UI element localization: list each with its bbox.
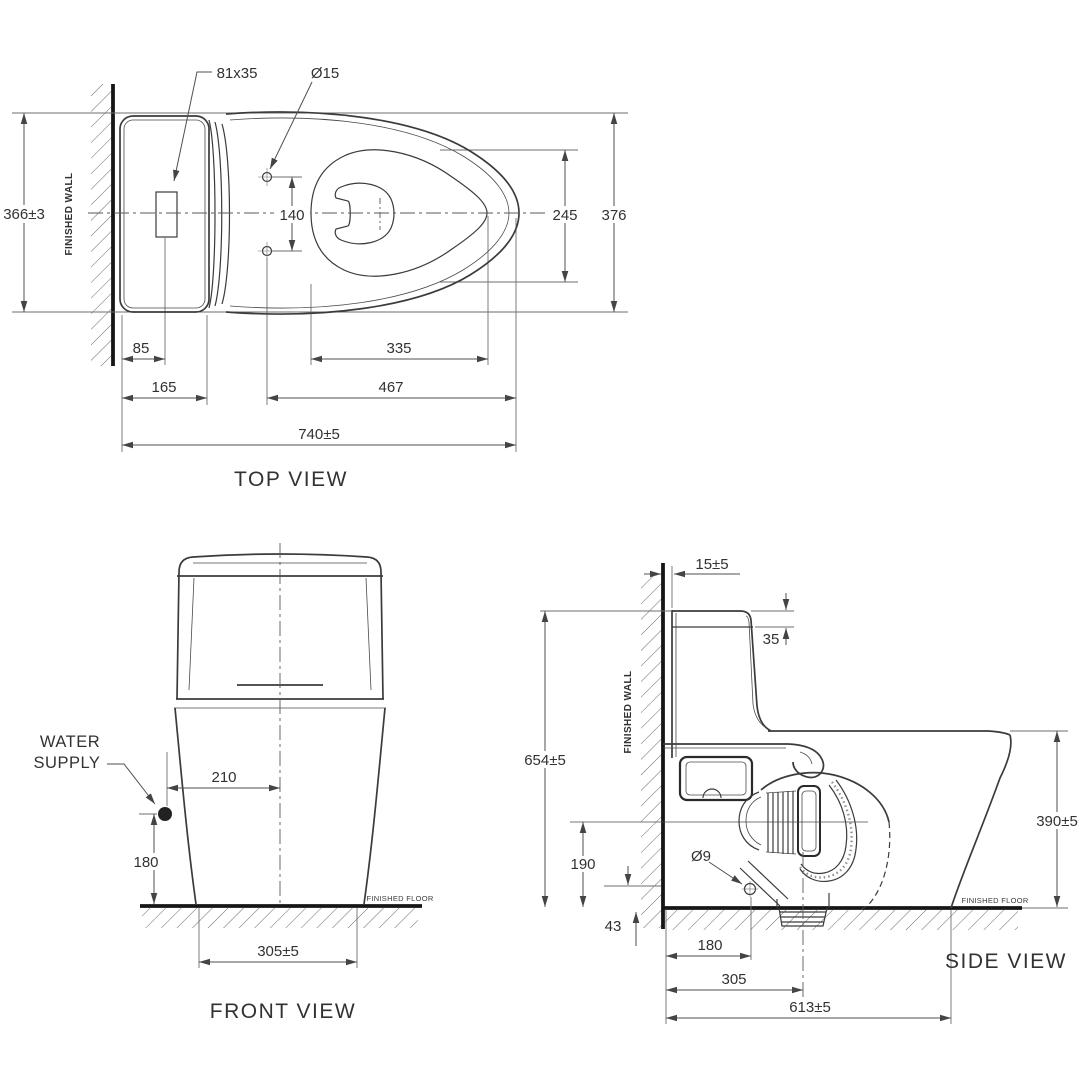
svg-text:305±5: 305±5 xyxy=(257,943,299,960)
tank-bowl-junction xyxy=(208,119,231,309)
label-bolt-hole-diameter: Ø15 xyxy=(269,65,339,170)
water-supply-label-line1: WATER xyxy=(40,733,100,751)
body-left-edge xyxy=(174,707,197,905)
svg-text:390±5: 390±5 xyxy=(1036,813,1078,830)
trapway-assembly xyxy=(570,771,891,1000)
dim-tank-depth: 165 xyxy=(122,379,207,402)
top-view-title: TOP VIEW xyxy=(234,468,348,491)
svg-text:85: 85 xyxy=(133,340,150,357)
bolt-hole-dia-text: Ø15 xyxy=(311,65,339,82)
dim-water-supply-height: 180 xyxy=(130,813,163,904)
svg-text:180: 180 xyxy=(697,937,722,954)
svg-text:190: 190 xyxy=(570,856,595,873)
water-supply-point xyxy=(158,807,172,821)
dim-wall-to-bolt: 180 xyxy=(665,897,752,1024)
floor-hatch xyxy=(665,910,1018,930)
floor-hatch xyxy=(142,908,418,928)
dim-total-length: 740±5 xyxy=(122,426,516,449)
svg-text:613±5: 613±5 xyxy=(789,999,831,1016)
label-button-size: 81x35 xyxy=(173,65,258,182)
dim-bowl-height: 390±5 xyxy=(1010,730,1084,909)
inlet-box xyxy=(678,755,754,802)
svg-text:210: 210 xyxy=(211,769,236,786)
trap-channel-outer xyxy=(799,779,858,883)
toilet-side-outline xyxy=(663,610,1012,909)
dim-outlet-center: 305 xyxy=(666,971,803,994)
dim-total-depth: 613±5 xyxy=(666,910,952,1024)
flush-button xyxy=(155,191,178,238)
water-spot-outline xyxy=(334,182,395,245)
finished-wall-label: FINISHED WALL xyxy=(623,671,634,754)
svg-text:165: 165 xyxy=(151,379,176,396)
wall-hatch xyxy=(641,575,662,928)
svg-text:245: 245 xyxy=(552,207,577,224)
dim-wall-to-button: 85 xyxy=(122,340,165,363)
seat-top-line xyxy=(768,730,1011,736)
bolt-holes xyxy=(258,168,276,260)
svg-text:15±5: 15±5 xyxy=(695,556,728,573)
tank-outline xyxy=(119,115,210,313)
svg-text:140: 140 xyxy=(279,207,304,224)
button-size-text: 81x35 xyxy=(217,65,258,82)
svg-text:740±5: 740±5 xyxy=(298,426,340,443)
dim-total-height: 654±5 xyxy=(519,610,672,907)
side-view: FINISHED WALL FINISHED FLOOR xyxy=(519,556,1084,1024)
inlet-bell xyxy=(738,791,760,851)
finished-wall-section: FINISHED WALL xyxy=(64,84,115,366)
svg-text:35: 35 xyxy=(763,631,780,648)
svg-text:335: 335 xyxy=(386,340,411,357)
svg-text:366±3: 366±3 xyxy=(3,206,45,223)
dim-seat-opening-length: 335 xyxy=(311,340,488,363)
outlet-bolt-dia-text: Ø9 xyxy=(691,848,711,865)
label-outlet-bolt: Ø9 xyxy=(691,848,758,897)
coupling-ribs xyxy=(765,790,797,855)
finished-floor-section: FINISHED FLOOR xyxy=(663,896,1029,930)
centerlines xyxy=(88,198,545,230)
dim-lid-height: 35 xyxy=(751,593,794,648)
dim-seat-opening-width: 245 xyxy=(547,150,583,282)
dim-bowl-width: 376 xyxy=(595,113,633,312)
dim-trap-center-height: 190 xyxy=(566,822,600,907)
wall-hatch xyxy=(91,84,113,366)
trap-dome xyxy=(760,771,890,823)
finished-floor-section: FINISHED FLOOR xyxy=(140,894,434,928)
finished-floor-label: FINISHED FLOOR xyxy=(366,894,433,903)
bowl-outer-outline xyxy=(225,111,520,315)
bowl-front-profile xyxy=(950,734,1012,909)
dim-base-width: 305±5 xyxy=(198,908,358,968)
dim-wall-gap: 15±5 xyxy=(644,556,740,608)
water-supply-label-line2: SUPPLY xyxy=(34,754,101,772)
dim-tank-width: 366±3 xyxy=(0,113,50,312)
svg-text:376: 376 xyxy=(601,207,626,224)
dim-bolt-spacing: 140 xyxy=(272,176,310,252)
trap-dome-hidden xyxy=(860,821,891,910)
front-view-title: FRONT VIEW xyxy=(210,1000,356,1023)
top-view: FINISHED WALL xyxy=(0,65,633,491)
finished-floor-label: FINISHED FLOOR xyxy=(961,896,1028,905)
dim-bolt-height: 43 xyxy=(604,866,661,946)
svg-text:305: 305 xyxy=(721,971,746,988)
seat-hinge-line xyxy=(663,743,825,779)
finished-wall-section: FINISHED WALL xyxy=(623,563,665,929)
side-view-title: SIDE VIEW xyxy=(945,950,1067,973)
trap-channel-inner xyxy=(800,784,848,875)
water-supply-callout: WATER SUPPLY xyxy=(34,733,172,821)
svg-text:43: 43 xyxy=(605,918,622,935)
front-view: WATER SUPPLY 210 180 FINISHED FLOOR 305±… xyxy=(34,543,434,1023)
svg-text:654±5: 654±5 xyxy=(524,752,566,769)
dim-bolts-to-front: 467 xyxy=(267,379,516,402)
body-right-edge xyxy=(363,707,386,905)
svg-text:180: 180 xyxy=(133,854,158,871)
svg-text:467: 467 xyxy=(378,379,403,396)
dim-water-supply-offset: 210 xyxy=(166,752,280,806)
tank-inner-line xyxy=(123,119,206,309)
finished-wall-label: FINISHED WALL xyxy=(64,173,75,256)
outlet-flange xyxy=(797,785,821,857)
tank-profile xyxy=(672,610,772,732)
